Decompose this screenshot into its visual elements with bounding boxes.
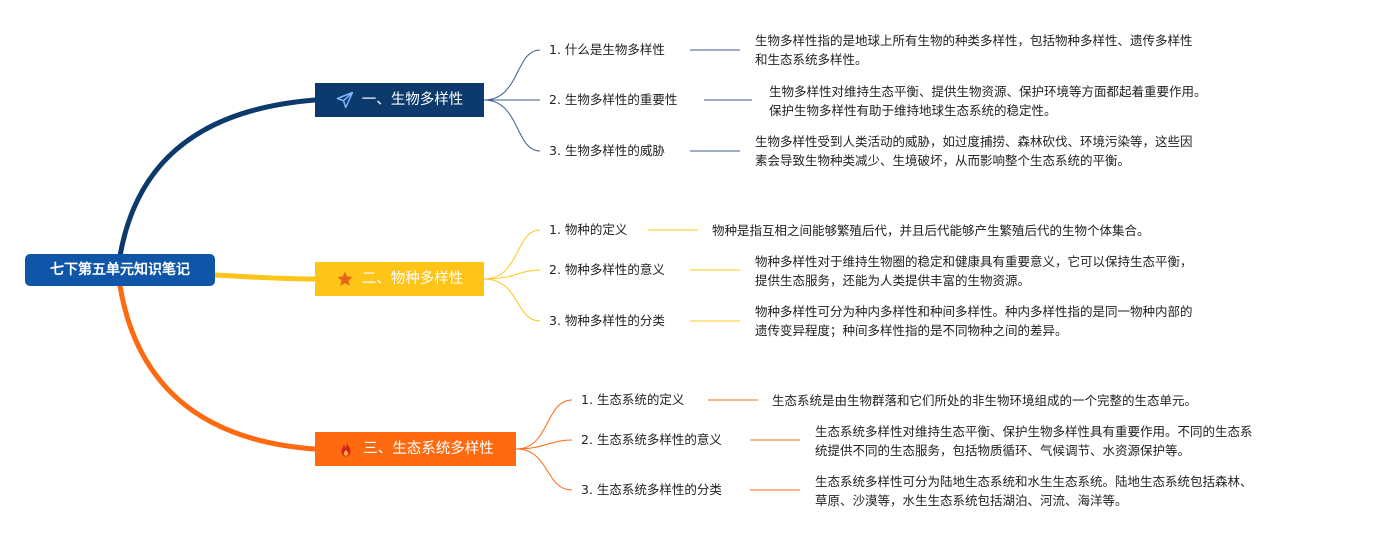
topic-desc-3-2[interactable]: 生态系统多样性对维持生态平衡、保护生物多样性具有重要作用。不同的生态系 统提供不… — [815, 422, 1253, 460]
branch-node-ecosystem-diversity[interactable]: 三、生态系统多样性 — [315, 432, 516, 466]
topic-desc-1-3[interactable]: 生物多样性受到人类活动的威胁，如过度捕捞、森林砍伐、环境污染等，这些因 素会导致… — [755, 132, 1193, 170]
topic-desc-2-1[interactable]: 物种是指互相之间能够繁殖后代，并且后代能够产生繁殖后代的生物个体集合。 — [712, 221, 1150, 240]
topic-label-2-3[interactable]: 3. 物种多样性的分类 — [549, 313, 665, 328]
topic-desc-3-3[interactable]: 生态系统多样性可分为陆地生态系统和水生生态系统。陆地生态系统包括森林、 草原、沙… — [815, 472, 1253, 510]
desc-line: 生物多样性受到人类活动的威胁，如过度捕捞、森林砍伐、环境污染等，这些因 — [755, 134, 1193, 149]
branch-node-biodiversity[interactable]: 一、生物多样性 — [315, 83, 484, 117]
desc-line: 保护生物多样性有助于维持地球生态系统的稳定性。 — [769, 103, 1057, 118]
desc-line: 和生态系统多样性。 — [755, 52, 868, 67]
desc-line: 生物多样性指的是地球上所有生物的种类多样性，包括物种多样性、遗传多样性 — [755, 33, 1193, 48]
desc-line: 物种是指互相之间能够繁殖后代，并且后代能够产生繁殖后代的生物个体集合。 — [712, 223, 1150, 238]
topic-label-2-2[interactable]: 2. 物种多样性的意义 — [549, 262, 665, 277]
topic-label-1-3[interactable]: 3. 生物多样性的威胁 — [549, 143, 665, 158]
desc-line: 草原、沙漠等，水生生态系统包括湖泊、河流、海洋等。 — [815, 493, 1128, 508]
topic-desc-2-3[interactable]: 物种多样性可分为种内多样性和种间多样性。种内多样性指的是同一物种内部的 遗传变异… — [755, 302, 1193, 340]
desc-line: 素会导致生物种类减少、生境破坏，从而影响整个生态系统的平衡。 — [755, 153, 1131, 168]
topic-desc-3-1[interactable]: 生态系统是由生物群落和它们所处的非生物环境组成的一个完整的生态单元。 — [772, 391, 1197, 410]
desc-line: 物种多样性可分为种内多样性和种间多样性。种内多样性指的是同一物种内部的 — [755, 304, 1193, 319]
topic-desc-1-2[interactable]: 生物多样性对维持生态平衡、提供生物资源、保护环境等方面都起着重要作用。 保护生物… — [769, 82, 1207, 120]
topic-label-2-1[interactable]: 1. 物种的定义 — [549, 222, 628, 237]
root-branch2-connector — [212, 272, 318, 282]
topic-desc-2-2[interactable]: 物种多样性对于维持生物圈的稳定和健康具有重要意义，它可以保持生态平衡， 提供生态… — [755, 252, 1193, 290]
root-branch3-connector — [117, 283, 318, 452]
desc-line: 生态系统多样性可分为陆地生态系统和水生生态系统。陆地生态系统包括森林、 — [815, 474, 1253, 489]
desc-line: 提供生态服务，还能为人类提供丰富的生物资源。 — [755, 273, 1031, 288]
branch-title: 三、生态系统多样性 — [363, 441, 494, 457]
topic-label-3-2[interactable]: 2. 生态系统多样性的意义 — [581, 432, 722, 447]
star-icon — [336, 270, 354, 288]
desc-line: 物种多样性对于维持生物圈的稳定和健康具有重要意义，它可以保持生态平衡， — [755, 254, 1193, 269]
desc-line: 统提供不同的生态服务，包括物质循环、气候调节、水资源保护等。 — [815, 443, 1191, 458]
desc-line: 生物多样性对维持生态平衡、提供生物资源、保护环境等方面都起着重要作用。 — [769, 84, 1207, 99]
paper-plane-icon — [336, 91, 354, 109]
branch-node-species-diversity[interactable]: 二、物种多样性 — [315, 262, 484, 296]
desc-line: 生态系统多样性对维持生态平衡、保护生物多样性具有重要作用。不同的生态系 — [815, 424, 1253, 439]
root-node[interactable]: 七下第五单元知识笔记 — [25, 254, 215, 286]
desc-line: 生态系统是由生物群落和它们所处的非生物环境组成的一个完整的生态单元。 — [772, 393, 1198, 408]
fire-icon — [337, 440, 355, 458]
topic-label-1-2[interactable]: 2. 生物多样性的重要性 — [549, 92, 678, 107]
desc-line: 遗传变异程度；种间多样性指的是不同物种之间的差异。 — [755, 323, 1068, 338]
topic-label-1-1[interactable]: 1. 什么是生物多样性 — [549, 42, 665, 57]
branch-title: 二、物种多样性 — [361, 271, 464, 287]
topic-desc-1-1[interactable]: 生物多样性指的是地球上所有生物的种类多样性，包括物种多样性、遗传多样性 和生态系… — [755, 31, 1193, 69]
topic-label-3-3[interactable]: 3. 生态系统多样性的分类 — [581, 482, 722, 497]
topic-label-3-1[interactable]: 1. 生态系统的定义 — [581, 392, 685, 407]
root-branch1-connector — [117, 97, 318, 259]
branch-title: 一、生物多样性 — [361, 92, 464, 108]
